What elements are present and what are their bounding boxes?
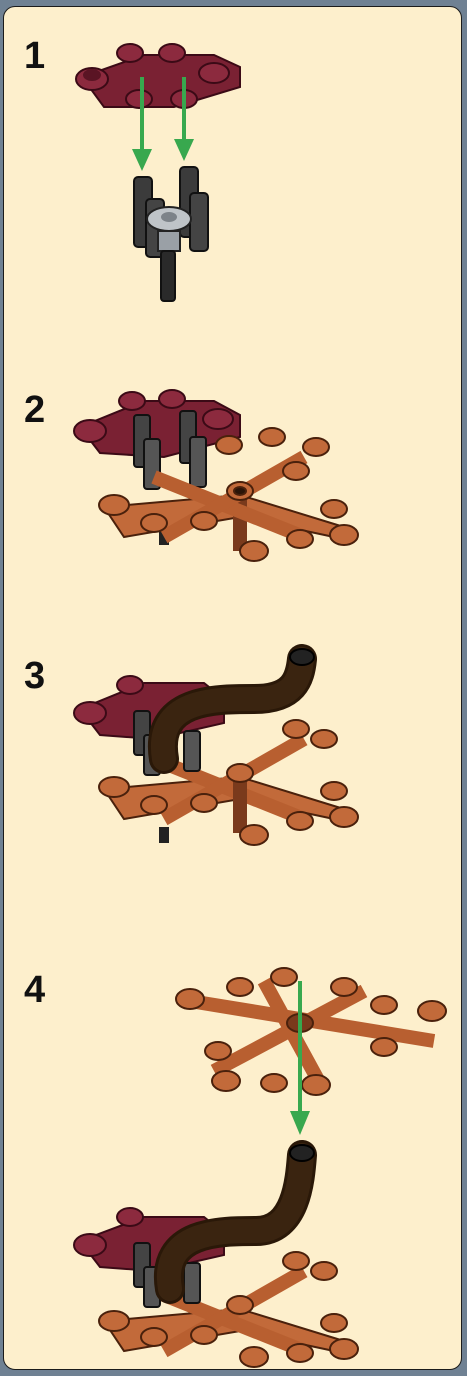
brown-tube — [153, 1140, 317, 1304]
step-4-illustration — [73, 967, 447, 1368]
step-number: 3 — [24, 655, 46, 697]
instruction-panel: 1 — [3, 6, 462, 1370]
step-2-illustration — [73, 389, 359, 562]
step-1: 1 — [4, 7, 461, 347]
step-3: 3 — [4, 639, 461, 869]
step-number: 4 — [24, 969, 46, 1011]
gray-bar-holder — [133, 166, 209, 302]
step-2: 2 — [4, 367, 461, 607]
orange-snowflake — [98, 719, 359, 846]
brown-tube — [147, 644, 317, 774]
step-1-illustration — [75, 43, 241, 302]
maroon-plates — [75, 43, 241, 109]
green-arrows — [132, 77, 194, 171]
step-3-illustration — [73, 644, 359, 846]
orange-snowflake — [98, 427, 359, 562]
step-4: 4 — [4, 951, 461, 1371]
orange-snowflake — [175, 967, 447, 1096]
step-number: 1 — [24, 35, 46, 77]
green-arrow — [290, 981, 310, 1135]
step-number: 2 — [24, 389, 46, 431]
